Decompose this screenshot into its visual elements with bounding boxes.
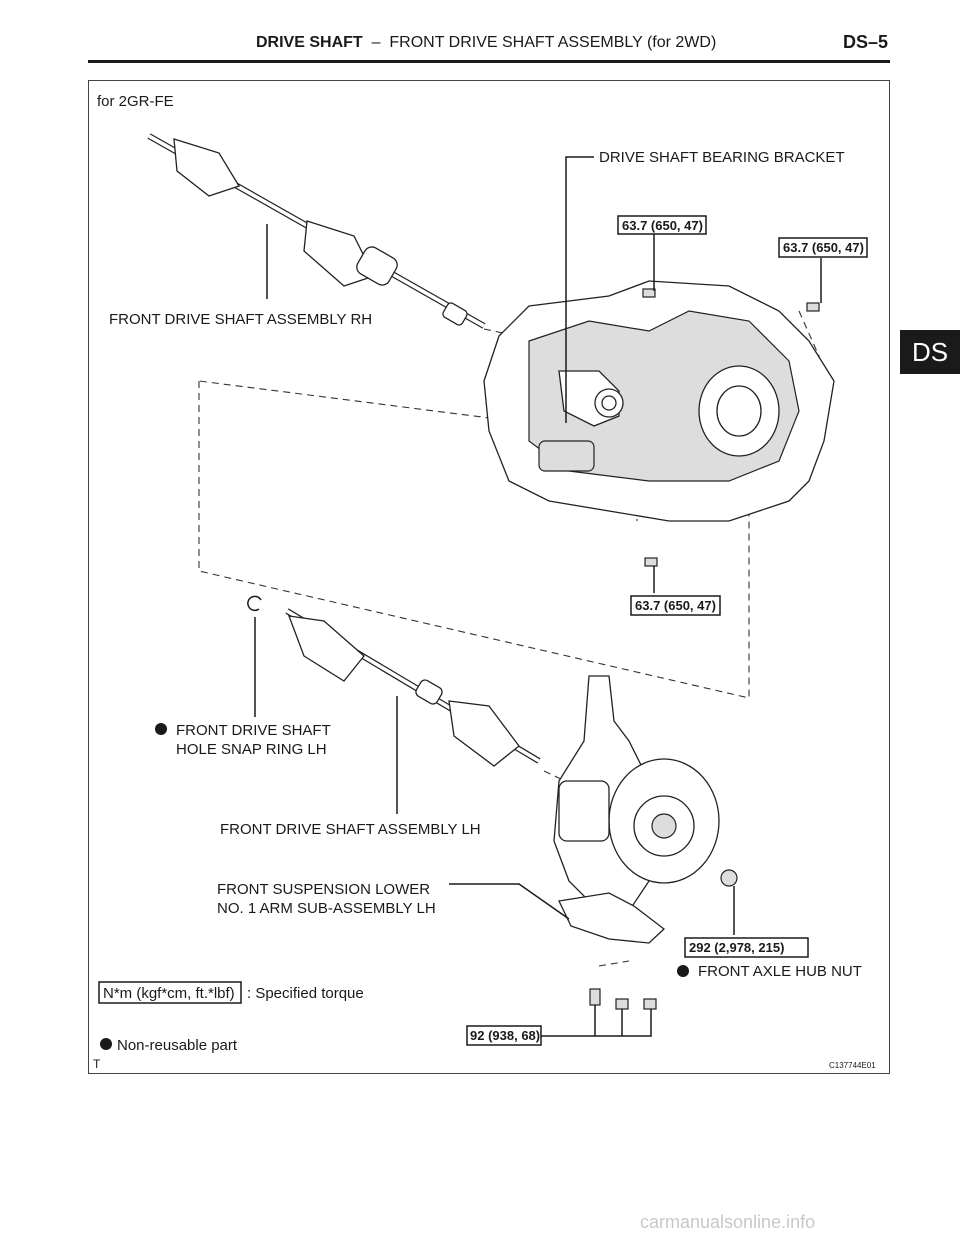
- guide-lh-box: [198, 380, 750, 699]
- diagram-svg: for 2GR-FE DRIVE SHAFT BEARING BRACKET F…: [93, 93, 876, 1071]
- section-dash: –: [371, 34, 381, 51]
- label-snap-ring-1: FRONT DRIVE SHAFT: [176, 722, 331, 739]
- shaft-rh-spline: [442, 302, 468, 326]
- bolt-bottom: [644, 557, 658, 567]
- brake-caliper: [558, 780, 610, 842]
- variant-label: for 2GR-FE: [97, 93, 174, 110]
- guide-arm-bolts: [598, 960, 630, 967]
- section-name: DRIVE SHAFT: [256, 34, 363, 51]
- bolts: [589, 288, 820, 1010]
- torque-box-right-frame: [778, 237, 868, 258]
- housing-bell-inner: [716, 385, 762, 437]
- bolt-right: [806, 302, 820, 312]
- shaft-rh-joint: [356, 246, 398, 286]
- header-rule: [88, 60, 890, 63]
- torque-value-bottom: 63.7 (650, 47): [635, 598, 716, 613]
- transaxle-housing: [483, 280, 835, 522]
- shaft-rh-boot-outer: [173, 138, 240, 197]
- label-shaft-rh: FRONT DRIVE SHAFT ASSEMBLY RH: [109, 311, 372, 328]
- torque-box-right: 63.7 (650, 47): [778, 237, 868, 258]
- snap-ring-part: [247, 595, 262, 612]
- leader-arm-torque: [541, 1009, 652, 1037]
- arm-nut-3: [643, 998, 657, 1010]
- torque-box-lower-arm-frame: [466, 1025, 542, 1046]
- section-title: DRIVE SHAFT – FRONT DRIVE SHAFT ASSEMBLY…: [256, 34, 716, 52]
- leader-bearing-bracket: [565, 156, 594, 423]
- label-lower-arm-1: FRONT SUSPENSION LOWER: [217, 881, 430, 898]
- legend-torque-unit: N*m (kgf*cm, ft.*lbf): [103, 985, 235, 1002]
- legend-nonreusable: Non-reusable part: [117, 1037, 238, 1054]
- torque-value-right: 63.7 (650, 47): [783, 240, 864, 255]
- section-tab: DS: [900, 330, 960, 374]
- shaft-lh-joint: [288, 615, 365, 682]
- page-number: DS–5: [842, 32, 888, 52]
- torque-box-bottom-frame: [630, 595, 721, 616]
- hub-center: [651, 813, 677, 839]
- leader-lower-arm: [449, 883, 570, 920]
- shaft-lh-damper: [415, 679, 443, 705]
- bracket-bearing-bore: [601, 395, 617, 411]
- legend-torque-desc: : Specified torque: [247, 985, 364, 1002]
- knuckle-hub-assembly: [553, 675, 720, 912]
- label-hub-nut: FRONT AXLE HUB NUT: [698, 963, 862, 980]
- label-lower-arm-2: NO. 1 ARM SUB-ASSEMBLY LH: [217, 900, 436, 917]
- page-header: DRIVE SHAFT – FRONT DRIVE SHAFT ASSEMBLY…: [88, 30, 890, 63]
- torque-box-hub-nut: 292 (2,978, 215): [684, 937, 809, 958]
- torque-box-top: 63.7 (650, 47): [617, 215, 707, 235]
- torque-box-bottom: 63.7 (650, 47): [630, 595, 721, 616]
- exploded-diagram: for 2GR-FE DRIVE SHAFT BEARING BRACKET F…: [88, 80, 890, 1074]
- torque-box-lower-arm: 92 (938, 68): [466, 1025, 542, 1046]
- drive-shaft-lh: [285, 608, 541, 767]
- nonreusable-marker-snap-ring: [155, 723, 167, 735]
- label-bearing-bracket: DRIVE SHAFT BEARING BRACKET: [599, 149, 845, 166]
- label-shaft-lh: FRONT DRIVE SHAFT ASSEMBLY LH: [220, 821, 481, 838]
- hub-nut-part: [720, 869, 738, 887]
- torque-value-lower-arm: 92 (938, 68): [470, 1028, 540, 1043]
- nonreusable-marker-hub-nut: [677, 965, 689, 977]
- drive-shaft-rh: [147, 133, 486, 329]
- legend-torque-box: [98, 981, 242, 1004]
- torque-value-top: 63.7 (650, 47): [622, 218, 703, 233]
- bolt-top: [642, 288, 656, 298]
- corner-letter: T: [93, 1057, 101, 1071]
- torque-value-hub-nut: 292 (2,978, 215): [689, 940, 784, 955]
- torque-box-top-frame: [617, 215, 707, 235]
- shaft-rh-boot-inner: [303, 220, 375, 287]
- arm-nut-2: [615, 998, 629, 1010]
- arm-bolt-1: [589, 988, 601, 1006]
- leader-lines: [254, 156, 822, 1037]
- label-snap-ring-2: HOLE SNAP RING LH: [176, 741, 327, 758]
- legend-nonreusable-marker: [100, 1038, 112, 1050]
- section-subtitle: FRONT DRIVE SHAFT ASSEMBLY (for 2WD): [389, 34, 717, 51]
- figure-code: C137744E01: [829, 1061, 876, 1070]
- shaft-lh-boot: [448, 700, 520, 767]
- lower-arm-part: [558, 892, 666, 944]
- legend: N*m (kgf*cm, ft.*lbf) : Specified torque…: [98, 981, 364, 1054]
- housing-valve: [538, 440, 595, 472]
- watermark: carmanualsonline.info: [640, 1212, 816, 1232]
- torque-box-hub-nut-frame: [684, 937, 809, 958]
